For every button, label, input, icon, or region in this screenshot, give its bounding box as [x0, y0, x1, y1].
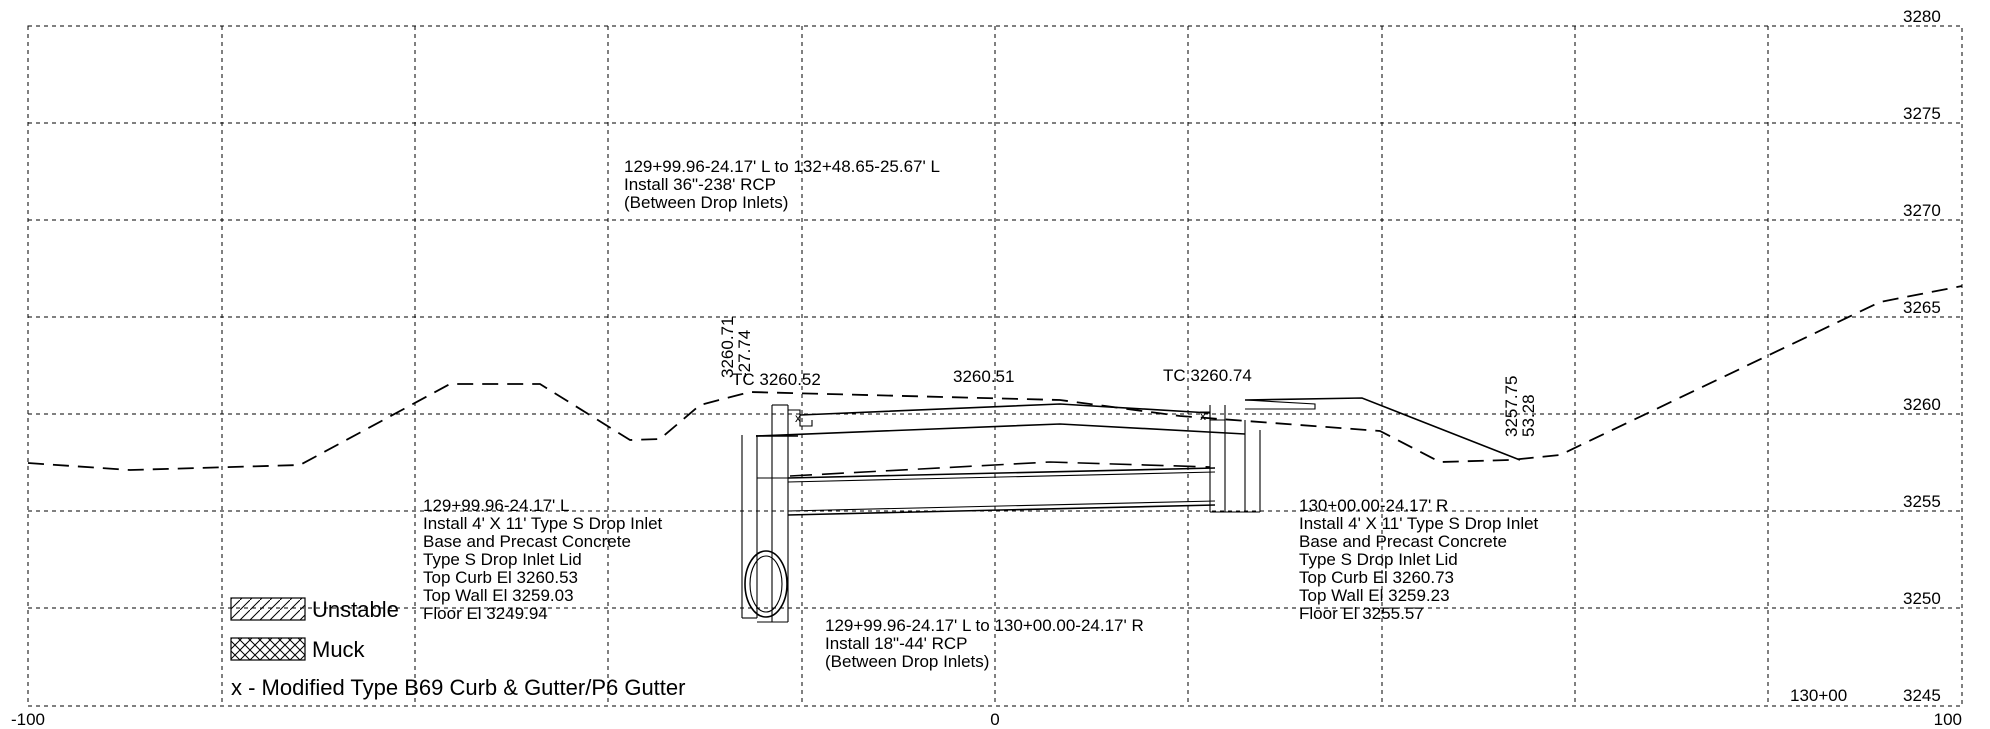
- proposed-grading: [755, 397, 1521, 461]
- right-curb-gutter: [1200, 411, 1225, 421]
- center-elevation-label: 3260.51: [953, 367, 1014, 386]
- right-drop-inlet: [1200, 405, 1261, 513]
- svg-text:3260.71: 3260.71: [718, 317, 737, 378]
- elevation-tick-labels: 3280 3275 3270 3265 3260 3255 3250 3245: [1903, 7, 1941, 705]
- left-curb-gutter: [788, 409, 813, 427]
- legend-swatch-unstable: [230, 597, 306, 621]
- svg-text:-27.74: -27.74: [735, 330, 754, 378]
- pipe-18-annotation: 129+99.96-24.17' L to 130+00.00-24.17' R…: [825, 616, 1148, 671]
- y-tick-label: 3280: [1903, 7, 1941, 26]
- svg-text:53.28: 53.28: [1519, 394, 1538, 437]
- right-offset-label: 3257.75 53.28: [1502, 376, 1538, 437]
- y-tick-label: 3270: [1903, 201, 1941, 220]
- legend-label-muck: Muck: [312, 637, 366, 662]
- tc-right-label: TC 3260.74: [1163, 366, 1252, 385]
- pipe-36-inch-inner: [749, 555, 783, 613]
- grid: [27, 25, 1963, 707]
- right-sideslope: [1244, 397, 1521, 461]
- y-tick-label: 3260: [1903, 395, 1941, 414]
- y-tick-label: 3275: [1903, 104, 1941, 123]
- pipe-18-inch: [757, 461, 1216, 516]
- y-tick-label: 3265: [1903, 298, 1941, 317]
- right-inlet-annotation: 130+00.00-24.17' R Install 4' X 11' Type…: [1299, 496, 1543, 623]
- left-offset-label: 3260.71 -27.74: [718, 317, 754, 378]
- pipe-36-inch: [744, 550, 788, 618]
- right-curb-top: [1244, 399, 1316, 410]
- y-tick-label: 3255: [1903, 492, 1941, 511]
- road-top-line: [799, 403, 1211, 416]
- y-tick-label: 3250: [1903, 589, 1941, 608]
- curb-gutter-note: x - Modified Type B69 Curb & Gutter/P6 G…: [231, 675, 685, 700]
- curb-marker: x: [795, 411, 801, 425]
- svg-text:3257.75: 3257.75: [1502, 376, 1521, 437]
- legend: Unstable Muck x - Modified Type B69 Curb…: [230, 597, 685, 700]
- x-tick-label: 0: [990, 710, 999, 729]
- tc-left-label: TC 3260.52: [732, 370, 821, 389]
- left-inlet-annotation: 129+99.96-24.17' L Install 4' X 11' Type…: [423, 496, 667, 623]
- x-tick-label: -100: [11, 710, 45, 729]
- offset-tick-labels: -100 0 100 130+00: [11, 686, 1962, 729]
- legend-swatch-muck: [230, 637, 306, 661]
- legend-label-unstable: Unstable: [312, 597, 399, 622]
- left-drop-inlet: [741, 404, 813, 623]
- pipe-trench-line: [789, 461, 1211, 477]
- curb-marker: x: [1200, 409, 1206, 423]
- pipe-36-annotation: 129+99.96-24.17' L to 132+48.65-25.67' L…: [624, 157, 944, 212]
- station-label: 130+00: [1790, 686, 1847, 705]
- y-tick-label: 3245: [1903, 686, 1941, 705]
- x-tick-label: 100: [1934, 710, 1962, 729]
- road-bottom-line: [755, 423, 1246, 437]
